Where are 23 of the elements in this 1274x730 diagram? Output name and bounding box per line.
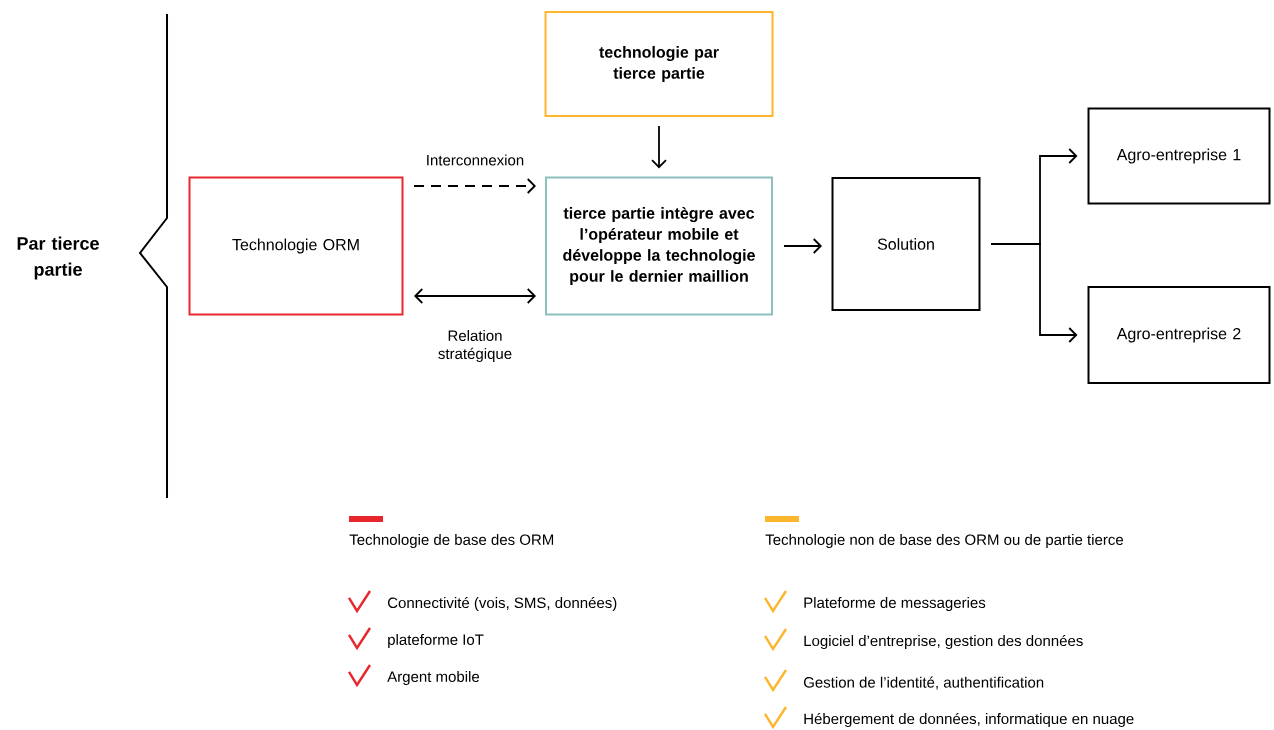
legend-label: Technologie non de base des ORM ou de partie tierce — [765, 534, 1123, 548]
legend-label: Technologie de base des ORM — [349, 534, 554, 548]
arrow — [651, 125, 667, 169]
process-box: Solution — [831, 177, 981, 311]
process-box: Agro-entreprise 1 — [1087, 107, 1271, 205]
arrow — [414, 288, 536, 304]
check-item: Connectivité (vois, SMS, données) — [388, 596, 617, 612]
edge-label: Relation stratégique — [438, 330, 512, 362]
check-item: Hébergement de données, informatique en nuage — [804, 712, 1134, 728]
arrow — [413, 178, 536, 194]
process-box: tierce partie intègre avec l’opérateur mobile et développe la technologie pour le dernier maillion — [545, 176, 773, 316]
check-item: Plateforme de messageries — [804, 597, 986, 611]
process-box: technologie par tierce partie — [544, 11, 774, 117]
check-item: Gestion de l’identité, authentification — [803, 676, 1044, 690]
check-item: plateforme IoT — [388, 634, 484, 648]
side-label: Par tierce partie — [17, 236, 99, 280]
check-item: Logiciel d’entreprise, gestion des données — [804, 634, 1083, 650]
process-box: Technologie ORM — [188, 176, 404, 316]
edge-label: Interconnexion — [427, 154, 524, 166]
process-box: Agro-entreprise 2 — [1087, 286, 1271, 384]
arrow — [783, 238, 822, 254]
check-item: Argent mobile — [387, 671, 480, 685]
arrow — [990, 243, 1078, 343]
